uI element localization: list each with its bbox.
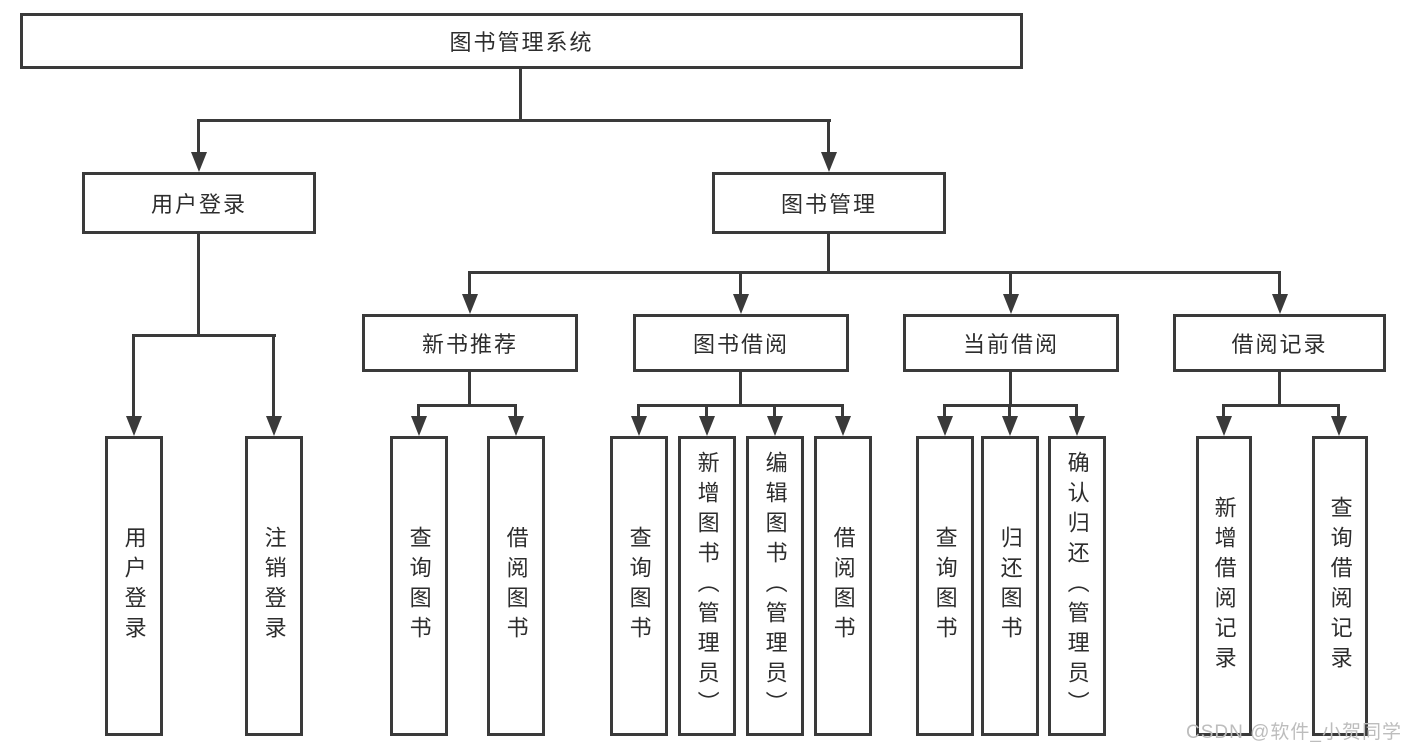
connector-line (132, 334, 276, 337)
arrow-down-icon (937, 416, 953, 436)
connector-line (1075, 404, 1078, 418)
leaf-label: 新增借阅记录 (1211, 496, 1237, 676)
connector-line (514, 404, 517, 418)
leaf-label: 借阅图书 (503, 526, 529, 646)
connector-line (468, 271, 471, 296)
connector-line (468, 271, 1281, 274)
leaf-borrowing-borrow-book: 借阅图书 (814, 436, 872, 736)
leaf-current-confirm-return-admin: 确认归还（管理员） (1048, 436, 1106, 736)
leaf-recommend-query-book: 查询图书 (390, 436, 448, 736)
arrow-down-icon (126, 416, 142, 436)
arrow-down-icon (1002, 416, 1018, 436)
leaf-label: 借阅图书 (830, 526, 856, 646)
connector-line (943, 404, 946, 418)
node-borrowing-records: 借阅记录 (1173, 314, 1386, 372)
arrow-down-icon (733, 294, 749, 314)
connector-line (468, 372, 471, 407)
leaf-label: 查询图书 (932, 526, 958, 646)
leaf-label: 查询图书 (406, 526, 432, 646)
arrow-down-icon (835, 416, 851, 436)
arrow-down-icon (411, 416, 427, 436)
connector-line (1278, 372, 1281, 407)
node-user-login: 用户登录 (82, 172, 316, 234)
connector-line (827, 119, 830, 155)
connector-line (637, 404, 640, 418)
leaf-borrowing-query-book: 查询图书 (610, 436, 668, 736)
connector-line (197, 119, 831, 122)
arrow-down-icon (821, 152, 837, 172)
arrow-down-icon (508, 416, 524, 436)
leaf-label: 新增图书（管理员） (694, 451, 720, 721)
node-book-management: 图书管理 (712, 172, 946, 234)
leaf-recommend-borrow-book: 借阅图书 (487, 436, 545, 736)
leaf-borrowing-edit-book-admin: 编辑图书（管理员） (746, 436, 804, 736)
leaf-label: 注销登录 (261, 526, 287, 646)
arrow-down-icon (191, 152, 207, 172)
leaf-borrowing-add-book-admin: 新增图书（管理员） (678, 436, 736, 736)
connector-line (637, 404, 843, 407)
connector-line (739, 372, 742, 407)
connector-line (1222, 404, 1340, 407)
node-current-borrowing: 当前借阅 (903, 314, 1119, 372)
arrow-down-icon (767, 416, 783, 436)
connector-line (1337, 404, 1340, 418)
arrow-down-icon (266, 416, 282, 436)
leaf-label: 归还图书 (997, 526, 1023, 646)
arrow-down-icon (1331, 416, 1347, 436)
arrow-down-icon (631, 416, 647, 436)
connector-line (705, 404, 708, 418)
connector-line (132, 334, 135, 418)
arrow-down-icon (1216, 416, 1232, 436)
connector-line (773, 404, 776, 418)
leaf-records-query-borrow-record: 查询借阅记录 (1312, 436, 1368, 736)
arrow-down-icon (1272, 294, 1288, 314)
connector-line (827, 234, 830, 274)
leaf-label: 确认归还（管理员） (1064, 451, 1090, 721)
connector-line (1008, 404, 1011, 418)
connector-line (1009, 271, 1012, 296)
connector-line (197, 234, 200, 337)
arrow-down-icon (462, 294, 478, 314)
node-root: 图书管理系统 (20, 13, 1023, 69)
leaf-logout: 注销登录 (245, 436, 303, 736)
connector-line (417, 404, 420, 418)
node-new-book-recommend: 新书推荐 (362, 314, 578, 372)
leaf-records-add-borrow-record: 新增借阅记录 (1196, 436, 1252, 736)
arrow-down-icon (699, 416, 715, 436)
leaf-label: 编辑图书（管理员） (762, 451, 788, 721)
leaf-current-return-book: 归还图书 (981, 436, 1039, 736)
connector-line (1278, 271, 1281, 296)
arrow-down-icon (1069, 416, 1085, 436)
connector-line (1009, 372, 1012, 407)
connector-line (519, 69, 522, 122)
connector-line (197, 119, 200, 155)
connector-line (1222, 404, 1225, 418)
leaf-current-query-book: 查询图书 (916, 436, 974, 736)
connector-line (417, 404, 517, 407)
connector-line (272, 334, 275, 418)
watermark: CSDN @软件_小贺同学 (1186, 722, 1402, 743)
connector-line (841, 404, 844, 418)
leaf-label: 查询借阅记录 (1327, 496, 1353, 676)
leaf-label: 用户登录 (121, 526, 147, 646)
node-book-borrowing: 图书借阅 (633, 314, 849, 372)
leaf-label: 查询图书 (626, 526, 652, 646)
arrow-down-icon (1003, 294, 1019, 314)
leaf-user-login: 用户登录 (105, 436, 163, 736)
connector-line (739, 271, 742, 296)
